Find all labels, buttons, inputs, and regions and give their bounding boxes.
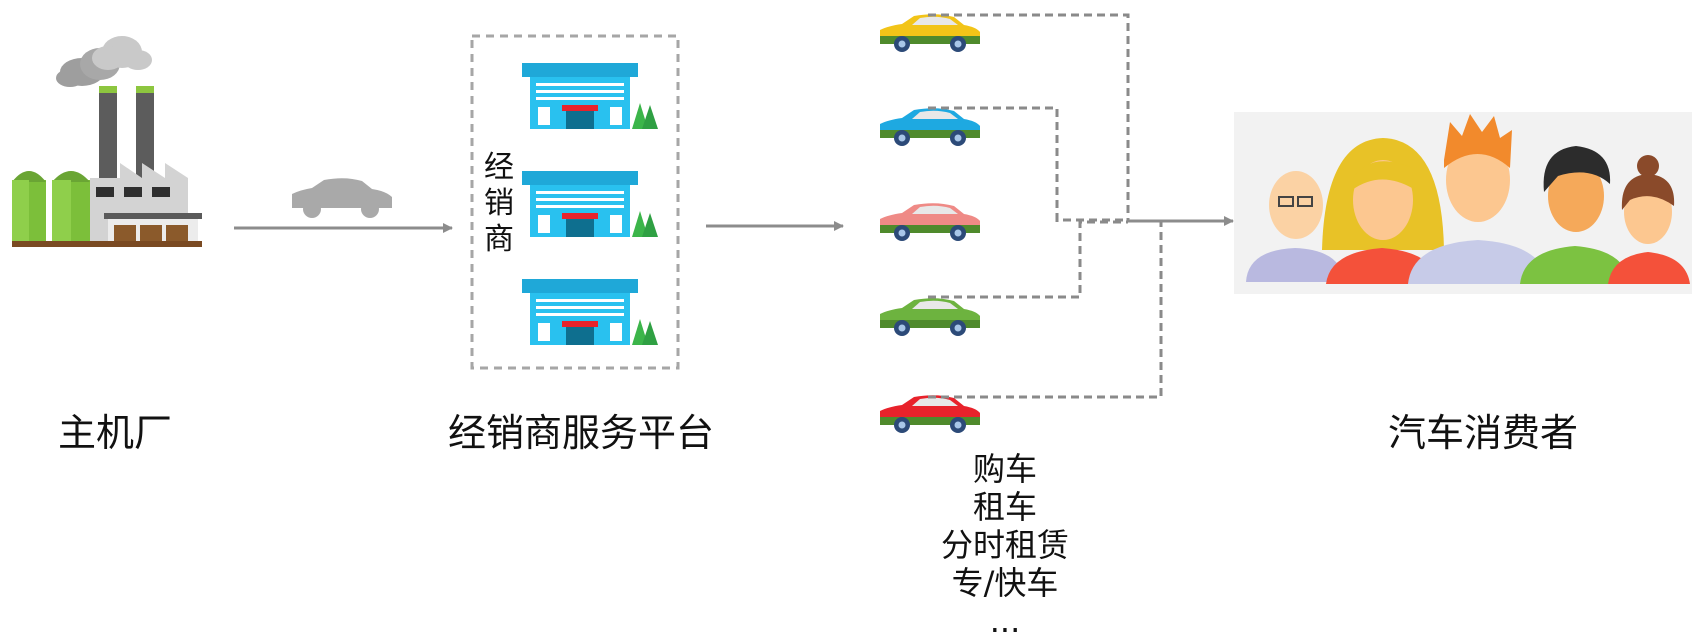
woman-bun-icon xyxy=(1608,155,1690,284)
dealer-box xyxy=(470,34,680,370)
old-man-icon xyxy=(1246,171,1344,282)
gray-car-icon xyxy=(292,178,392,218)
store-icon xyxy=(522,279,658,345)
car-icon xyxy=(880,203,980,241)
dealer-platform-label: 经销商服务平台 xyxy=(448,411,715,455)
car-icon xyxy=(880,395,980,433)
factory-icon xyxy=(12,36,202,247)
dealer-vertical-label: 经 销 商 xyxy=(482,150,516,258)
connector-car-2 xyxy=(928,106,1128,222)
dealer-char-1: 经 xyxy=(484,150,514,185)
connector-car-4 xyxy=(928,220,1128,299)
dealer-char-2: 销 xyxy=(484,186,514,221)
connector-car-1 xyxy=(928,13,1130,222)
car-icon xyxy=(880,14,980,52)
woman-blonde-icon xyxy=(1322,138,1444,284)
car-icon xyxy=(880,108,980,146)
service-buy: 购车 xyxy=(972,450,1037,488)
car-icon xyxy=(880,298,980,336)
service-ride-hailing: 专/快车 xyxy=(951,564,1059,602)
store-icon xyxy=(522,171,658,237)
car-connectors xyxy=(928,13,1163,399)
person-dark-hair-icon xyxy=(1520,146,1630,284)
factory-label: 主机厂 xyxy=(58,411,173,455)
dealer-char-3: 商 xyxy=(484,222,514,257)
service-timeshare: 分时租赁 xyxy=(940,526,1069,564)
store-icon xyxy=(522,63,658,129)
service-rent: 租车 xyxy=(972,488,1037,526)
consumers-group-icon xyxy=(1234,112,1692,294)
man-ginger-icon xyxy=(1408,114,1548,284)
services-list: 购车 租车 分时租赁 专/快车 ... xyxy=(915,450,1095,640)
service-more: ... xyxy=(989,602,1021,640)
consumers-label: 汽车消费者 xyxy=(1388,411,1579,455)
smoke-icon xyxy=(56,36,152,87)
